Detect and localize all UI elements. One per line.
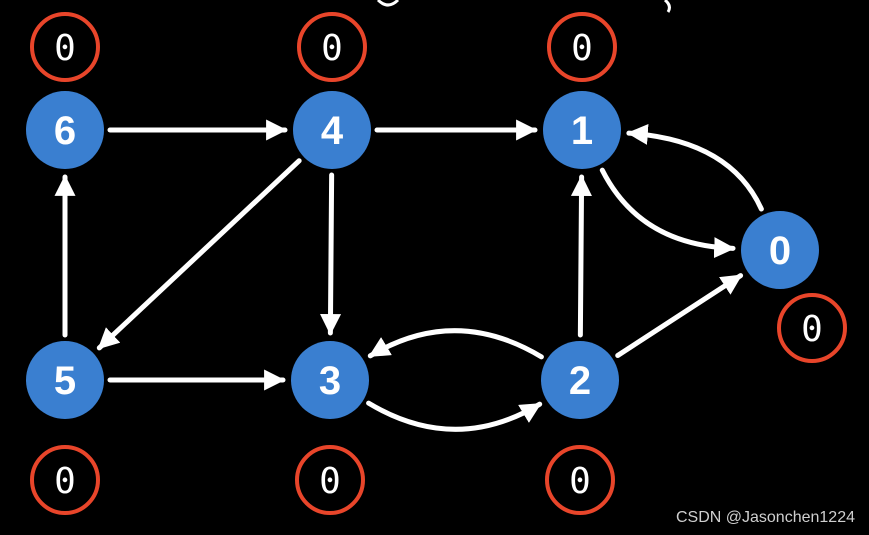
counter-node-0: 0 [777,293,847,363]
edge-4-to-5 [96,158,302,351]
node-2: 2 [541,341,619,419]
node-0-circle [741,211,819,289]
node-5-label: 5 [54,359,76,403]
counter-node-4: 0 [297,12,367,82]
counter-node-6-ring [30,12,100,82]
node-4-circle [293,91,371,169]
node-6: 6 [26,91,104,169]
edge-2-to-0 [615,273,744,358]
node-3: 3 [291,341,369,419]
edge-4-to-3 [320,172,342,336]
counter-node-6: 0 [30,12,100,82]
edge-2-to-3 [367,328,544,360]
counter-node-3-ring [295,445,365,515]
counter-node-5: 0 [30,445,100,515]
edge-1-to-0 [599,167,736,259]
node-2-circle [541,341,619,419]
node-1-circle [543,91,621,169]
watermark: CSDN @Jasonchen1224 [675,509,855,526]
counter-node-1-ring [547,12,617,82]
node-4: 4 [293,91,371,169]
counter-node-6-value: 0 [54,28,76,69]
counter-node-2-value: 0 [569,461,591,502]
edge-0-to-1 [626,123,764,212]
node-4-label: 4 [321,109,344,153]
counter-node-3: 0 [295,445,365,515]
node-0-label: 0 [769,229,791,273]
counter-node-1: 0 [547,12,617,82]
counter-node-5-value: 0 [54,461,76,502]
node-0: 0 [741,211,819,289]
counter-node-0-value: 0 [801,309,823,350]
counter-node-1-value: 0 [571,28,593,69]
node-1-label: 1 [571,109,593,153]
counter-node-4-value: 0 [321,28,343,69]
node-5: 5 [26,341,104,419]
edge-2-to-1 [570,174,592,338]
node-6-label: 6 [54,109,76,153]
counter-node-0-ring [777,293,847,363]
node-2-label: 2 [569,359,591,403]
node-1: 1 [543,91,621,169]
counter-node-4-ring [297,12,367,82]
node-3-circle [291,341,369,419]
node-5-circle [26,341,104,419]
counter-node-5-ring [30,445,100,515]
node-3-label: 3 [319,359,341,403]
counter-node-2: 0 [545,445,615,515]
title-fragment [376,0,671,13]
counter-node-3-value: 0 [319,461,341,502]
counter-node-2-ring [545,445,615,515]
edge-3-to-2 [366,400,543,432]
node-6-circle [26,91,104,169]
